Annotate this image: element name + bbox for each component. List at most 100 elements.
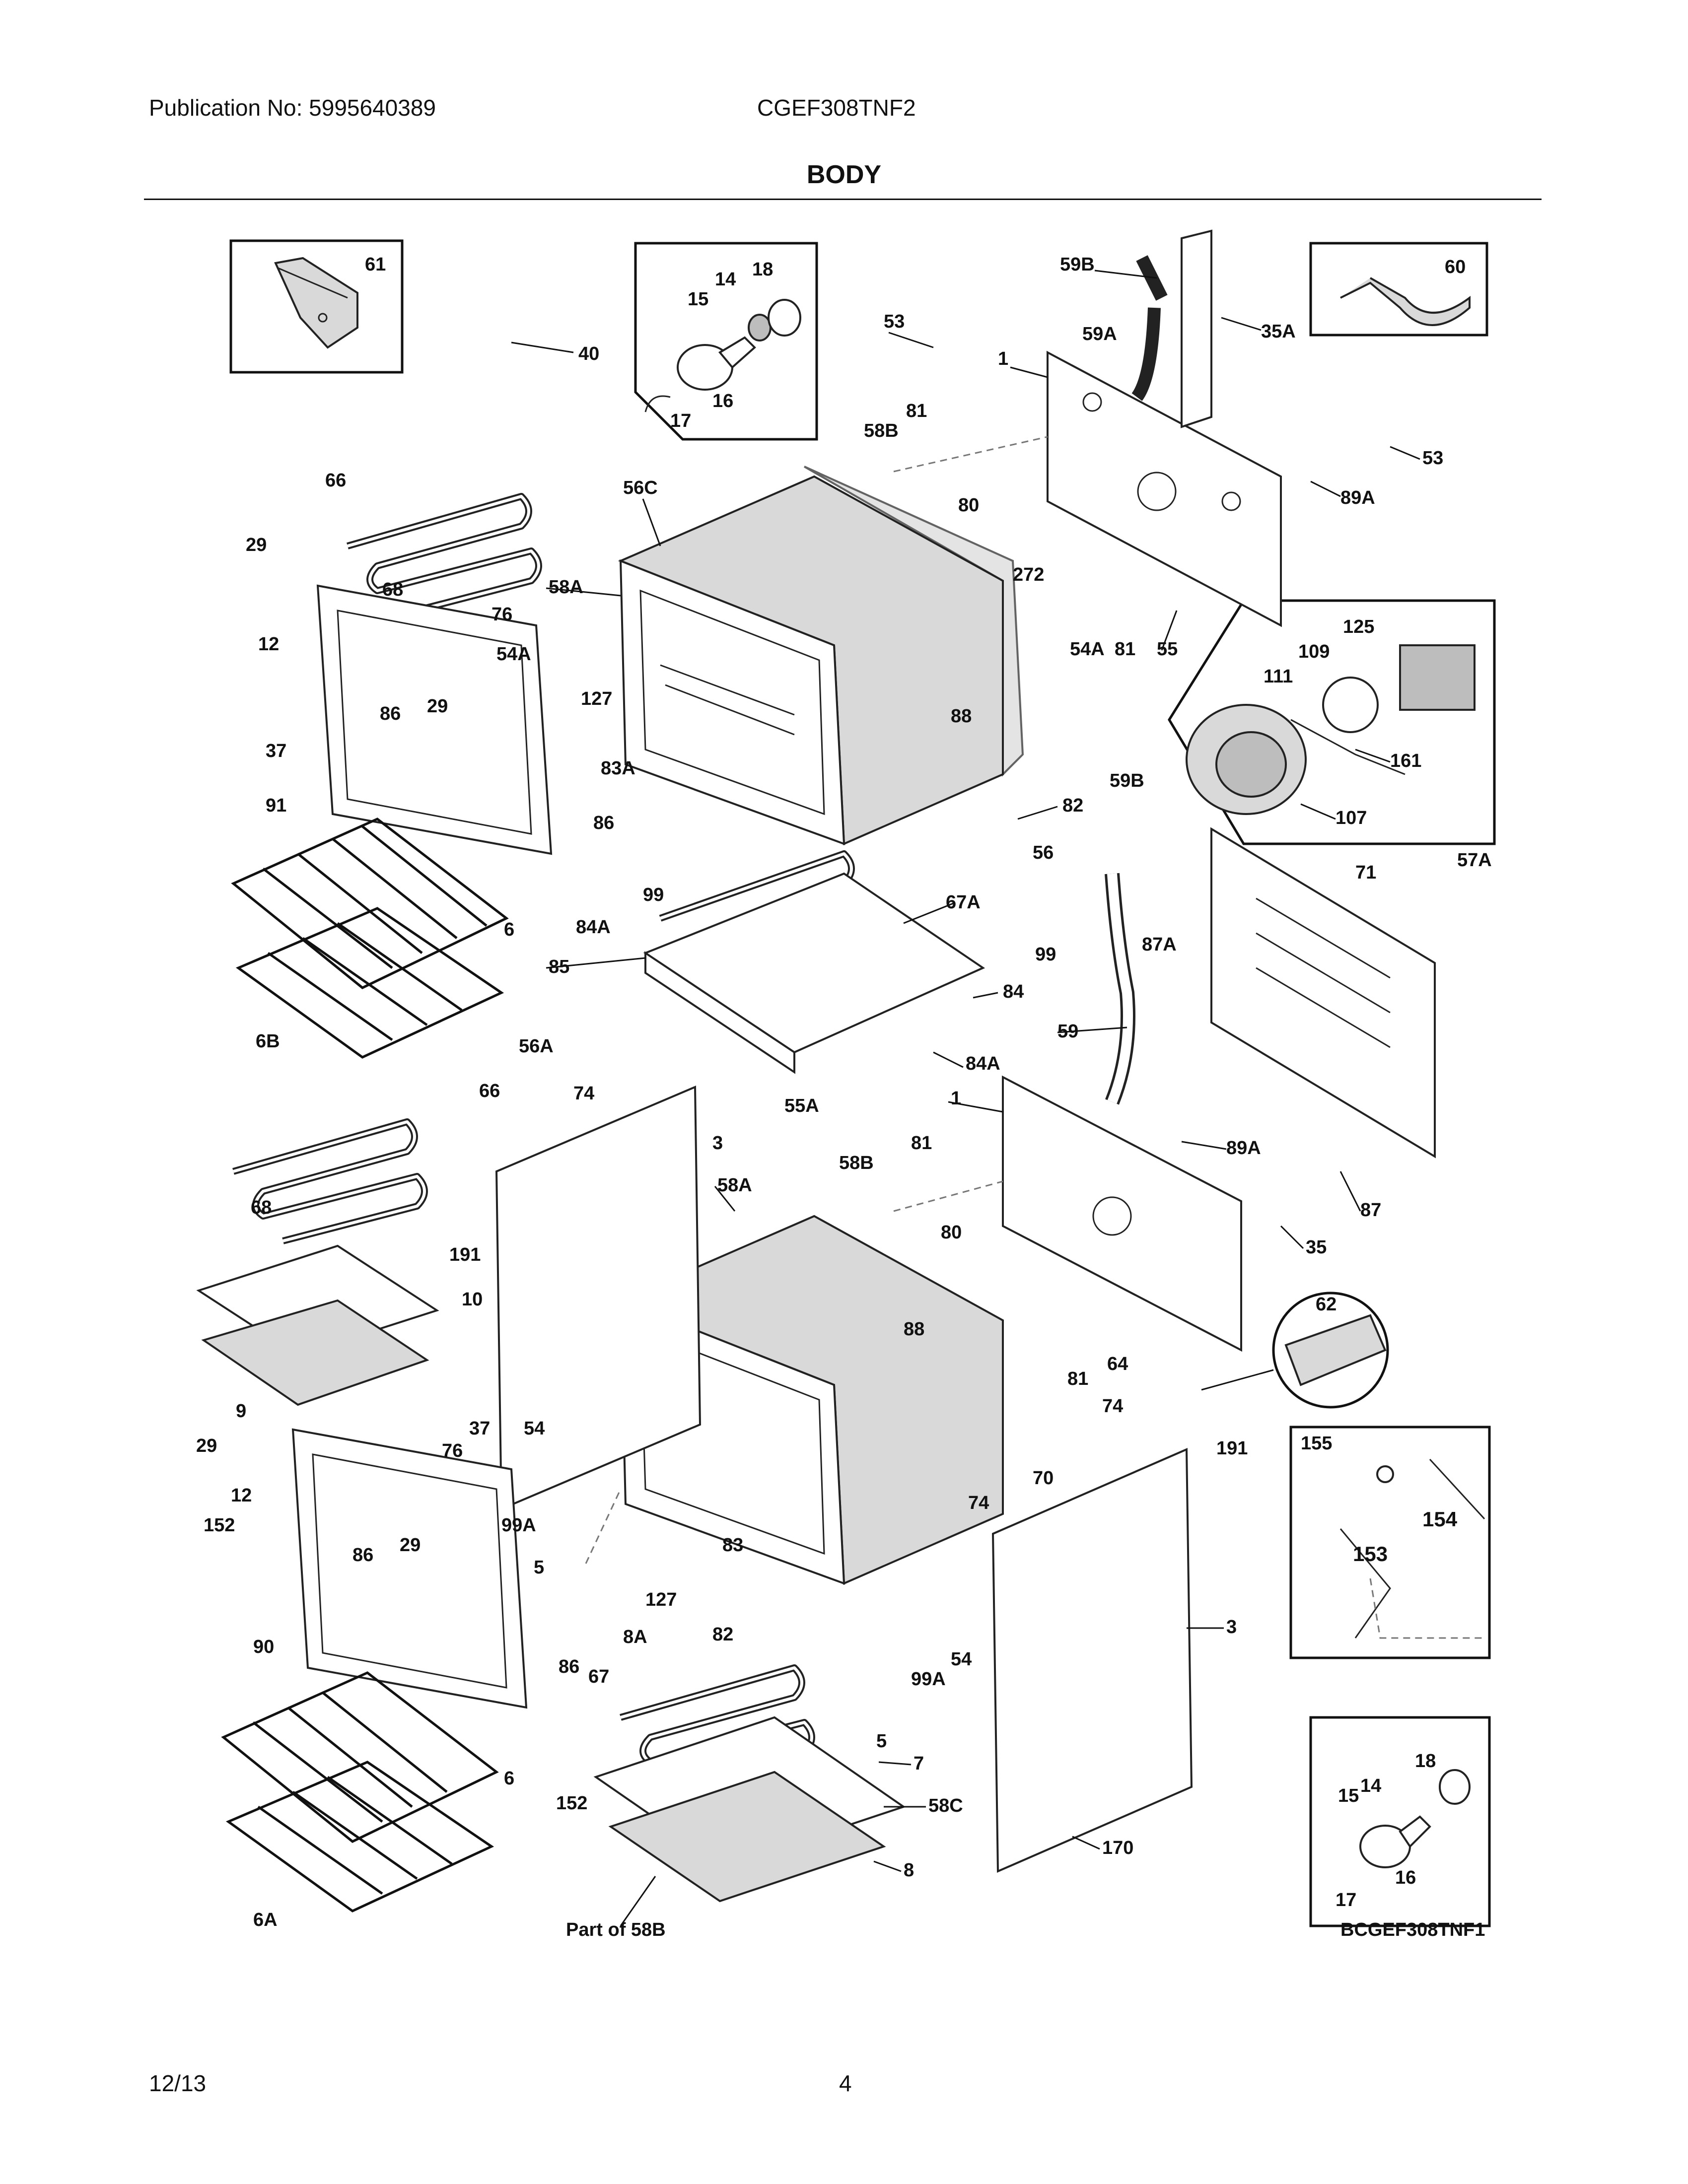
callout-6A: 6A: [253, 1910, 278, 1930]
callout-7: 7: [914, 1753, 924, 1774]
callout-1-b: 1: [951, 1088, 961, 1109]
lower-bake-element: [620, 1664, 815, 1790]
callout-3: 3: [712, 1133, 723, 1154]
side-panel-3-right: [991, 1447, 1193, 1873]
callout-29-b: 29: [427, 696, 448, 717]
callout-83: 83: [722, 1535, 743, 1556]
callout-80-b: 80: [941, 1222, 962, 1243]
callout-152: 152: [204, 1515, 235, 1536]
callout-82-b: 82: [712, 1624, 733, 1645]
callout-154: 154: [1422, 1507, 1458, 1531]
callout-86-b: 86: [593, 813, 614, 833]
upper-rack-6B: [235, 907, 504, 1059]
callout-88-b: 88: [904, 1319, 924, 1340]
callout-6: 6: [504, 919, 514, 940]
callout-3-b: 3: [1226, 1617, 1237, 1638]
callout-86: 86: [380, 703, 401, 724]
callout-84A-b: 84A: [966, 1053, 1000, 1074]
callout-59A: 59A: [1082, 324, 1117, 344]
upper-broil-element: [347, 493, 542, 619]
section-title: BODY: [806, 160, 882, 189]
callout-15-b: 15: [1338, 1785, 1359, 1806]
inset-part-60: [1309, 242, 1488, 337]
callout-54-b: 54: [951, 1649, 972, 1670]
callout-74-c: 74: [968, 1493, 989, 1513]
callout-86-c: 86: [352, 1545, 373, 1566]
callout-76-b: 76: [442, 1440, 463, 1461]
callout-99A-b: 99A: [911, 1669, 946, 1690]
part-of-58B-note: Part of 58B: [566, 1919, 666, 1940]
callout-15: 15: [688, 289, 708, 310]
callout-57A: 57A: [1457, 850, 1492, 871]
callout-86-d: 86: [559, 1656, 579, 1677]
inset-part-61: [229, 239, 404, 374]
callout-91: 91: [266, 795, 286, 816]
callout-labels: 61 40 14 18 15 16 17 59B 60 35A 53 59A 1…: [196, 254, 1492, 1940]
lower-rack-6A: [225, 1761, 494, 1912]
model-number: CGEF308TNF2: [757, 95, 916, 121]
callout-62: 62: [1316, 1294, 1336, 1315]
callout-58C: 58C: [928, 1795, 963, 1816]
lower-door-inner-frame: [291, 1428, 528, 1709]
callout-127: 127: [581, 688, 612, 709]
callout-81: 81: [906, 401, 927, 421]
callout-74-b: 74: [1102, 1396, 1123, 1417]
callout-88: 88: [951, 706, 972, 727]
callout-8: 8: [904, 1860, 914, 1881]
callout-56C: 56C: [623, 478, 658, 498]
callout-64: 64: [1107, 1354, 1128, 1374]
callout-14-b: 14: [1360, 1775, 1381, 1796]
callout-54A: 54A: [496, 644, 531, 665]
callout-29: 29: [246, 535, 267, 555]
upper-vent-tubes: [1131, 229, 1212, 428]
callout-71: 71: [1355, 862, 1376, 883]
callout-6-c: 6: [504, 1768, 514, 1789]
inset-bulb-assembly-top: [634, 242, 818, 441]
callout-12: 12: [258, 634, 279, 655]
upper-oven-cavity: [618, 466, 1024, 845]
callout-191: 191: [449, 1244, 481, 1265]
callout-55A: 55A: [784, 1095, 819, 1116]
inset-convection-fan: [1168, 599, 1496, 845]
callout-67A: 67A: [946, 892, 981, 913]
side-panel-3-left: [495, 1085, 702, 1511]
callout-67: 67: [588, 1666, 609, 1687]
callout-99: 99: [643, 885, 664, 905]
callout-58A: 58A: [549, 577, 583, 598]
upper-back-panel: [1047, 350, 1282, 627]
inset-connector-62: [1201, 1292, 1389, 1409]
lower-broil-element: [232, 1118, 428, 1244]
callout-58A-b: 58A: [717, 1175, 752, 1196]
callout-35: 35: [1306, 1237, 1327, 1258]
callout-99A: 99A: [501, 1515, 536, 1536]
callout-70: 70: [1033, 1468, 1054, 1489]
callout-66: 66: [325, 470, 346, 491]
callout-54A-right: 54A: [1070, 639, 1105, 660]
callout-55: 55: [1157, 639, 1178, 660]
callout-17-b: 17: [1336, 1890, 1356, 1911]
callout-17: 17: [670, 410, 691, 431]
callout-37: 37: [266, 741, 286, 761]
callout-170: 170: [1102, 1838, 1133, 1858]
callout-59B-b: 59B: [1110, 770, 1144, 791]
callout-152-b: 152: [556, 1793, 587, 1814]
footer-date: 12/13: [149, 2070, 207, 2096]
callout-89A: 89A: [1340, 487, 1375, 508]
callout-161: 161: [1390, 751, 1421, 771]
callout-61: 61: [365, 254, 386, 275]
callout-58B-b: 58B: [839, 1153, 874, 1173]
callout-16: 16: [712, 391, 733, 411]
callout-66-b: 66: [479, 1081, 500, 1101]
vent-tube-59: [1105, 873, 1135, 1105]
callout-35A: 35A: [1261, 321, 1296, 342]
callout-125: 125: [1343, 616, 1374, 637]
callout-14: 14: [715, 269, 736, 290]
callout-89A-b: 89A: [1226, 1138, 1261, 1159]
side-panel-71: [1210, 827, 1436, 1159]
callout-9: 9: [236, 1401, 246, 1422]
lower-rack-6: [221, 1671, 499, 1843]
callout-10: 10: [462, 1289, 483, 1310]
header-rule: [144, 199, 1542, 200]
callout-74: 74: [573, 1083, 594, 1104]
